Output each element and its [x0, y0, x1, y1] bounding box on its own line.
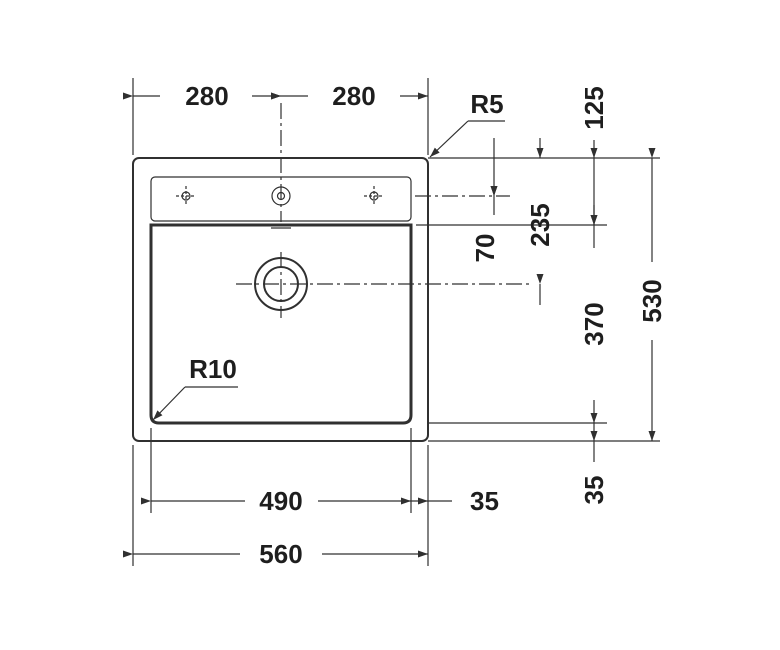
dim-total-width: 560 [259, 539, 302, 569]
dim-bowl-depth: 370 [579, 302, 609, 345]
dim-bowl-width: 490 [259, 486, 302, 516]
extension-lines [132, 78, 660, 566]
dim-tap-to-bowl: 235 [525, 203, 555, 246]
dim-arrows-horizontal [123, 92, 452, 558]
dim-top-left: 280 [185, 81, 228, 111]
radius-leaders [152, 120, 505, 421]
dim-radius-outer: R5 [470, 89, 503, 119]
knockout-right-icon [364, 186, 384, 206]
dim-top-rim: 125 [579, 86, 609, 129]
dim-top-right: 280 [332, 81, 375, 111]
dim-radius-inner: R10 [189, 354, 237, 384]
dim-total-depth: 530 [637, 279, 667, 322]
center-lines [236, 103, 530, 318]
dim-rim-right: 35 [470, 486, 499, 516]
knockout-left-icon [176, 186, 196, 206]
dim-bottom-rim: 35 [579, 476, 609, 505]
dim-arrows-vertical [490, 138, 656, 462]
dim-deck-depth: 70 [470, 234, 500, 263]
